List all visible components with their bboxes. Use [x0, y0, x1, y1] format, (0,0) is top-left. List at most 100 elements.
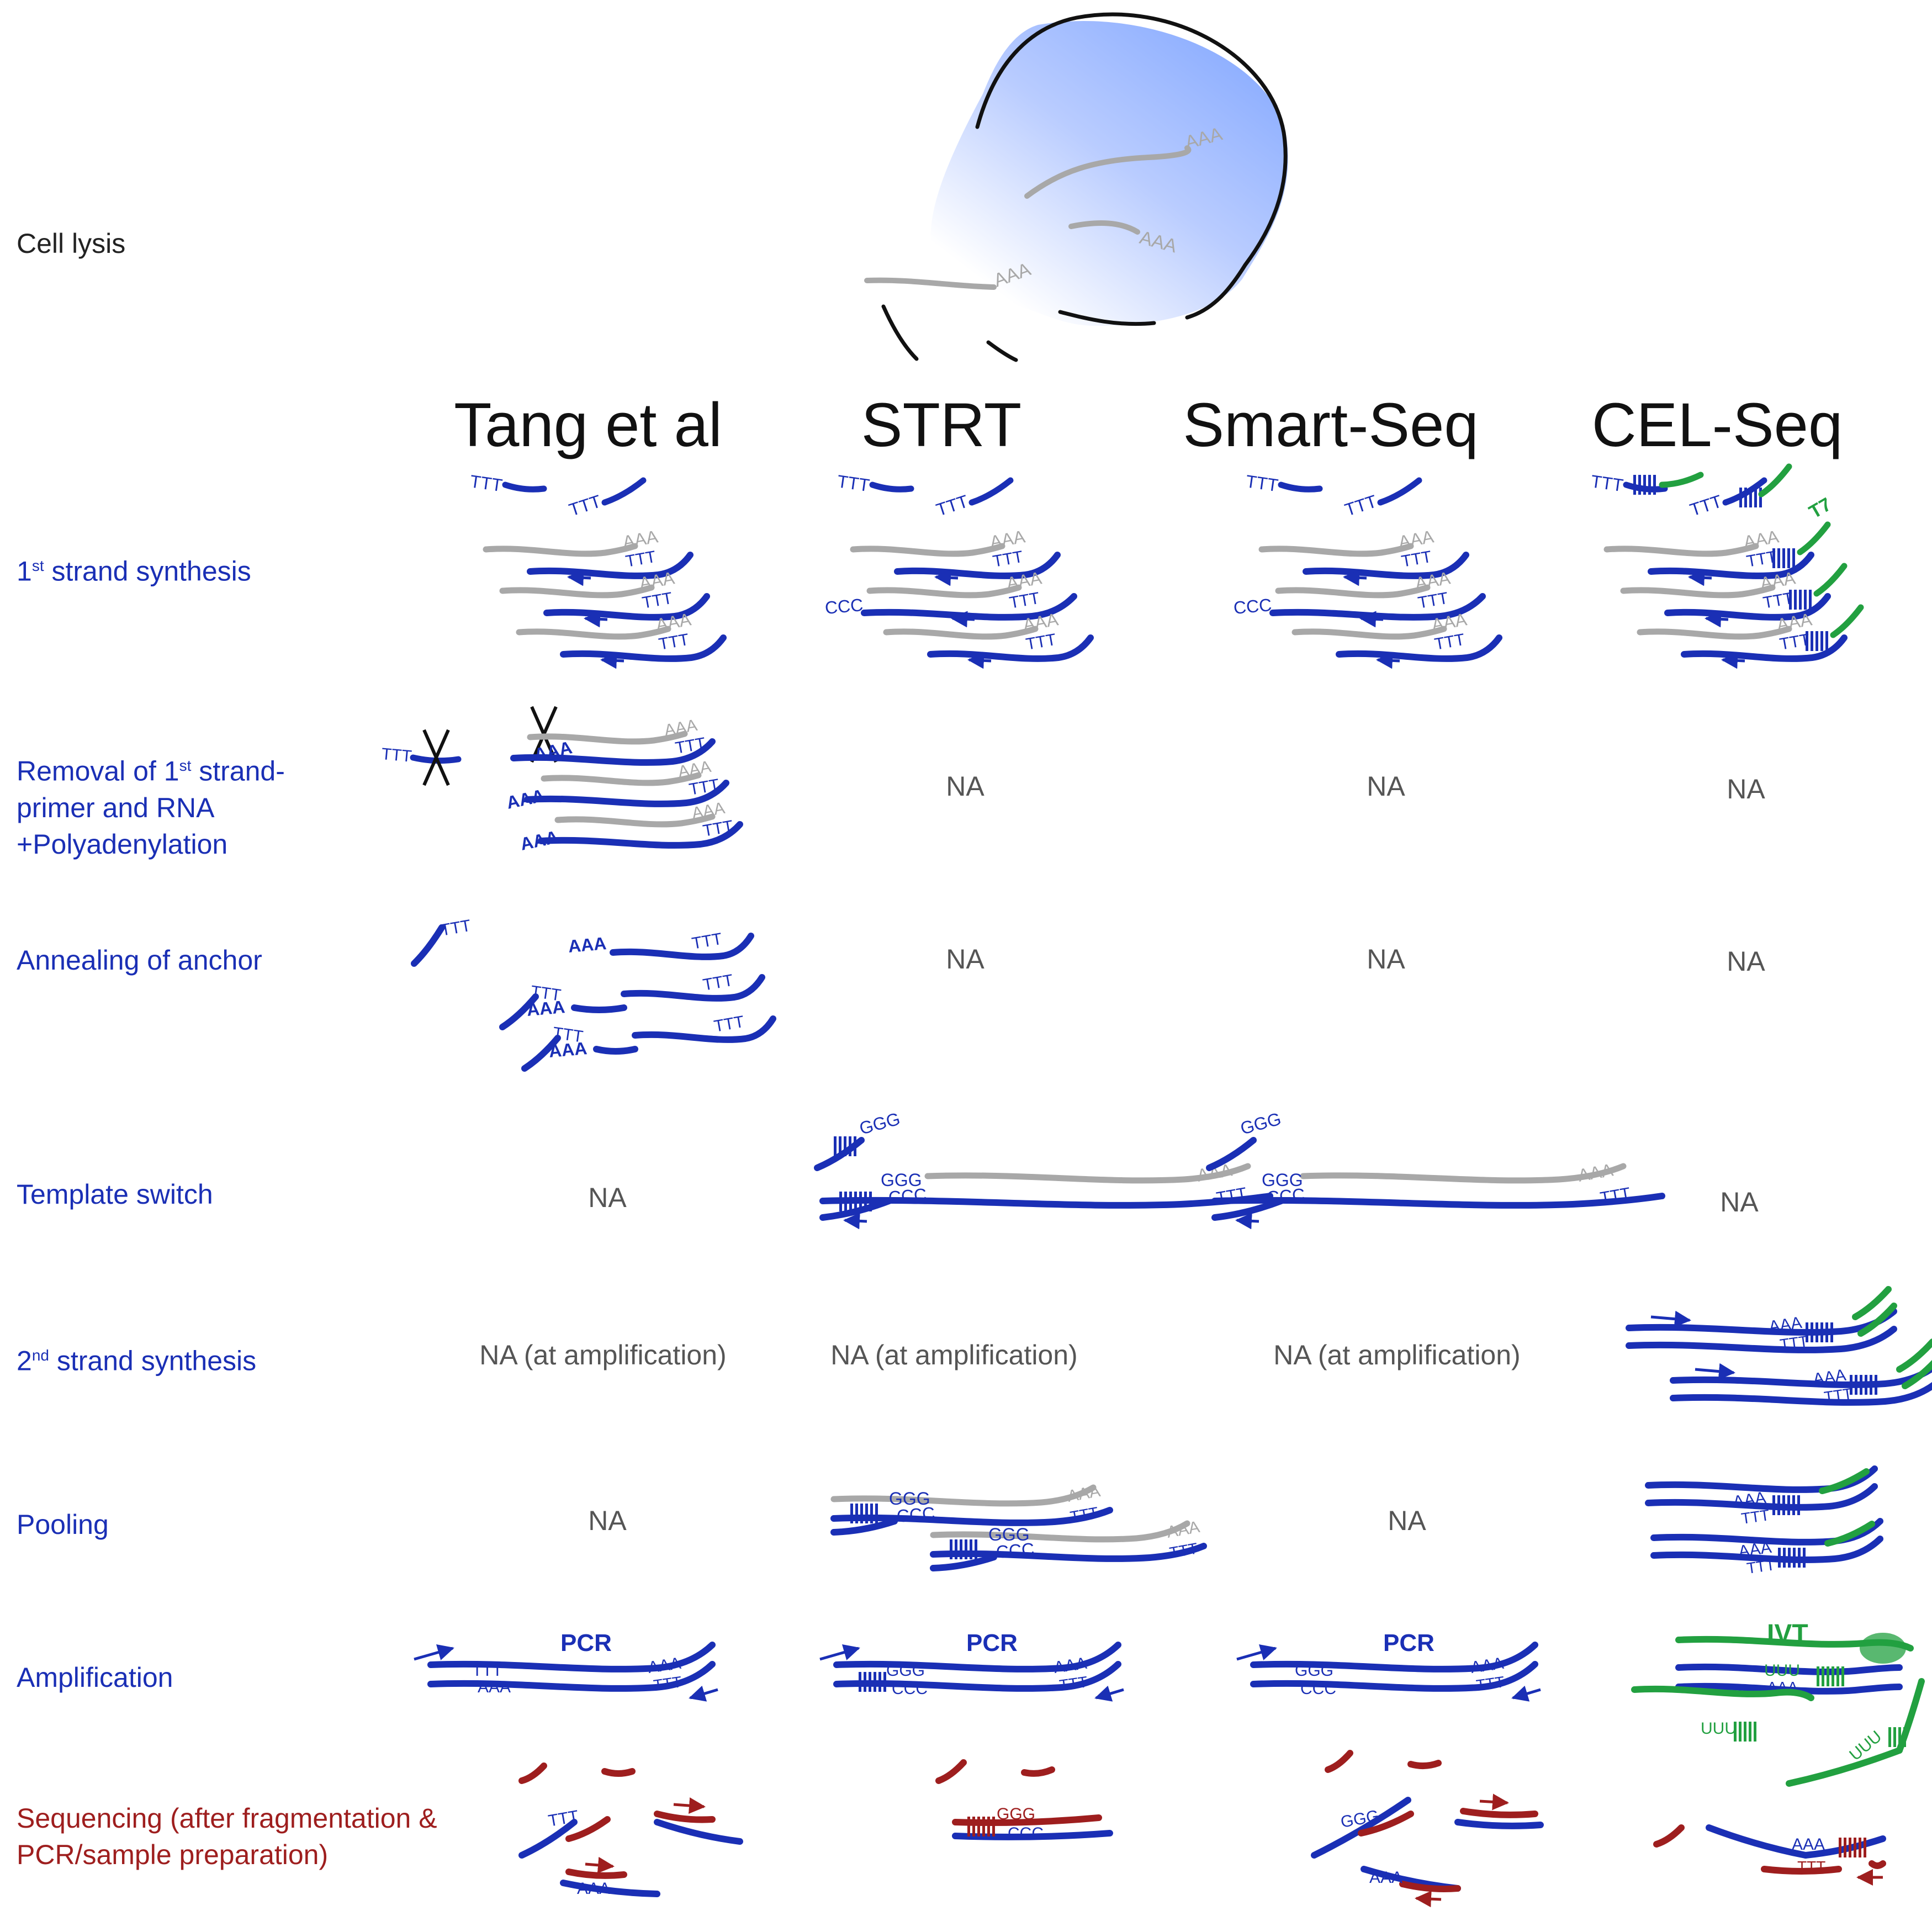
na-second-strand-smart-seq: NA (at amplification)	[1273, 1340, 1521, 1370]
oligo-dt-label: TTT	[712, 1013, 745, 1036]
oligo-dt-label: TTT	[690, 930, 723, 953]
mrna-strand	[1637, 626, 1792, 640]
ivt-barcode	[1817, 1666, 1844, 1686]
barcode-bar	[844, 1136, 846, 1156]
t7-promoter-segment	[1659, 472, 1704, 488]
t7-promoter-segment	[1758, 463, 1792, 497]
cdna-first-strand	[861, 593, 1077, 621]
barcode-bar	[878, 1672, 881, 1692]
barcode-bar	[977, 1817, 980, 1836]
step-label-second-strand: 2nd strand synthesis	[17, 1345, 257, 1377]
barcode-bar	[1820, 1322, 1823, 1342]
cel-barcode	[1778, 1548, 1806, 1568]
tso-oligo	[1206, 1137, 1257, 1171]
ggg-label: GGG	[889, 1489, 930, 1509]
t7-promoter-segment	[1830, 604, 1864, 638]
anchor-ttt-label: TTT	[552, 1024, 584, 1046]
barcode-bar	[1798, 1548, 1801, 1568]
barcode-bar	[1744, 1722, 1746, 1742]
second-strand-direction-arrow	[1695, 1363, 1735, 1380]
polyadenylated-cdna	[538, 821, 743, 849]
ds-cdna-strand	[1670, 1382, 1932, 1406]
na-removal-smart-seq: NA	[1367, 771, 1405, 802]
cel-barcode	[1850, 1375, 1877, 1395]
fragment	[1399, 1881, 1461, 1892]
strt-barcode	[950, 1539, 977, 1559]
second-strand-direction-arrow	[1650, 1310, 1691, 1327]
read-direction-arrow	[585, 1856, 615, 1873]
strt-barcode	[839, 1192, 872, 1211]
na-removal-strt: NA	[946, 771, 984, 802]
barcode-bar	[1903, 1727, 1906, 1747]
polyadenylated-cdna	[524, 780, 729, 807]
barcode-bar	[1797, 1495, 1800, 1515]
barcode-bar	[1633, 475, 1636, 495]
barcode-bar	[1825, 1322, 1828, 1342]
cell-membrane	[881, 12, 1288, 362]
na-annealing-cel-seq: NA	[1727, 946, 1765, 977]
uuu-label: UUU	[1701, 1719, 1737, 1738]
read-strand	[560, 1880, 660, 1897]
barcode-bar	[1865, 1375, 1867, 1395]
barcode-bar	[1653, 475, 1656, 495]
oligo-dt-label: TTT	[1069, 1504, 1100, 1525]
oligo-dt-label: TTT	[1598, 1184, 1632, 1208]
barcode-bar	[1799, 590, 1802, 610]
rt-direction-arrow	[1359, 611, 1384, 628]
read-strand	[1706, 1824, 1809, 1859]
pcr-reverse-arrow	[1094, 1685, 1124, 1702]
fragment	[1021, 1766, 1055, 1777]
amplified-rna-strand	[1896, 1678, 1925, 1754]
cdna-first-strand	[1211, 1193, 1665, 1209]
barcode-bar	[1788, 1548, 1791, 1568]
barcode-bar	[1638, 475, 1641, 495]
ttt-label: TTT	[472, 1661, 502, 1680]
na-annealing-smart-seq: NA	[1367, 944, 1405, 975]
pcr-label: PCR	[966, 1629, 1018, 1656]
pcr-product-strand	[833, 1661, 1121, 1692]
aaa-label: AAA	[577, 1880, 610, 1898]
ds-cdna-strand	[1626, 1326, 1897, 1353]
ccc-label: CCC	[1008, 1824, 1044, 1843]
ccc-label: CCC	[892, 1680, 928, 1698]
barcode-bar	[1815, 631, 1818, 651]
barcode-bar	[854, 1136, 856, 1156]
barcode-bar	[1832, 1666, 1834, 1686]
pcr-label: PCR	[1383, 1629, 1435, 1656]
aaa-label: AAA	[478, 1678, 511, 1696]
cdna-first-strand	[560, 634, 727, 662]
degraded-rna-strand	[554, 813, 716, 828]
polya-label: AAA	[548, 1038, 587, 1061]
barcode-bar	[1789, 590, 1792, 610]
polya-label: AAA	[567, 933, 607, 956]
mrna-strand	[1300, 1163, 1627, 1184]
barcode-bar	[1893, 1727, 1896, 1747]
rt-direction-arrow	[951, 611, 975, 628]
cdna-strand	[621, 974, 765, 1002]
ccc-label: CCC	[1300, 1680, 1336, 1698]
ccc-overhang-label: CCC	[824, 595, 864, 618]
rna-molecule-1	[1024, 145, 1192, 199]
cdna-strand	[571, 1004, 627, 1013]
mrna-strand	[866, 584, 1022, 599]
fragment	[601, 1768, 636, 1777]
oligo-dt-label: TTT	[1168, 1539, 1199, 1561]
barcode-bar	[1787, 1495, 1790, 1515]
read-direction-arrow	[1415, 1891, 1442, 1908]
barcode-bar	[1898, 1727, 1901, 1747]
rna-molecule-3	[864, 277, 997, 290]
ggg-label: GGG	[886, 1661, 925, 1680]
ggg-label: GGG	[988, 1525, 1030, 1544]
cdna-strand	[632, 1015, 776, 1043]
barcode-bar	[1864, 1838, 1866, 1857]
barcode-bar	[850, 1504, 853, 1523]
barcode-bar	[1839, 1838, 1841, 1857]
barcode-bar	[1782, 548, 1785, 568]
barcode-bar	[1754, 488, 1757, 507]
barcode-bar	[1777, 548, 1780, 568]
barcode-bar	[859, 1192, 862, 1211]
cdna-first-strand	[1664, 593, 1831, 621]
primer-ttt-label: TTT	[567, 491, 604, 520]
primer-ttt-label: TTT	[1245, 471, 1279, 495]
